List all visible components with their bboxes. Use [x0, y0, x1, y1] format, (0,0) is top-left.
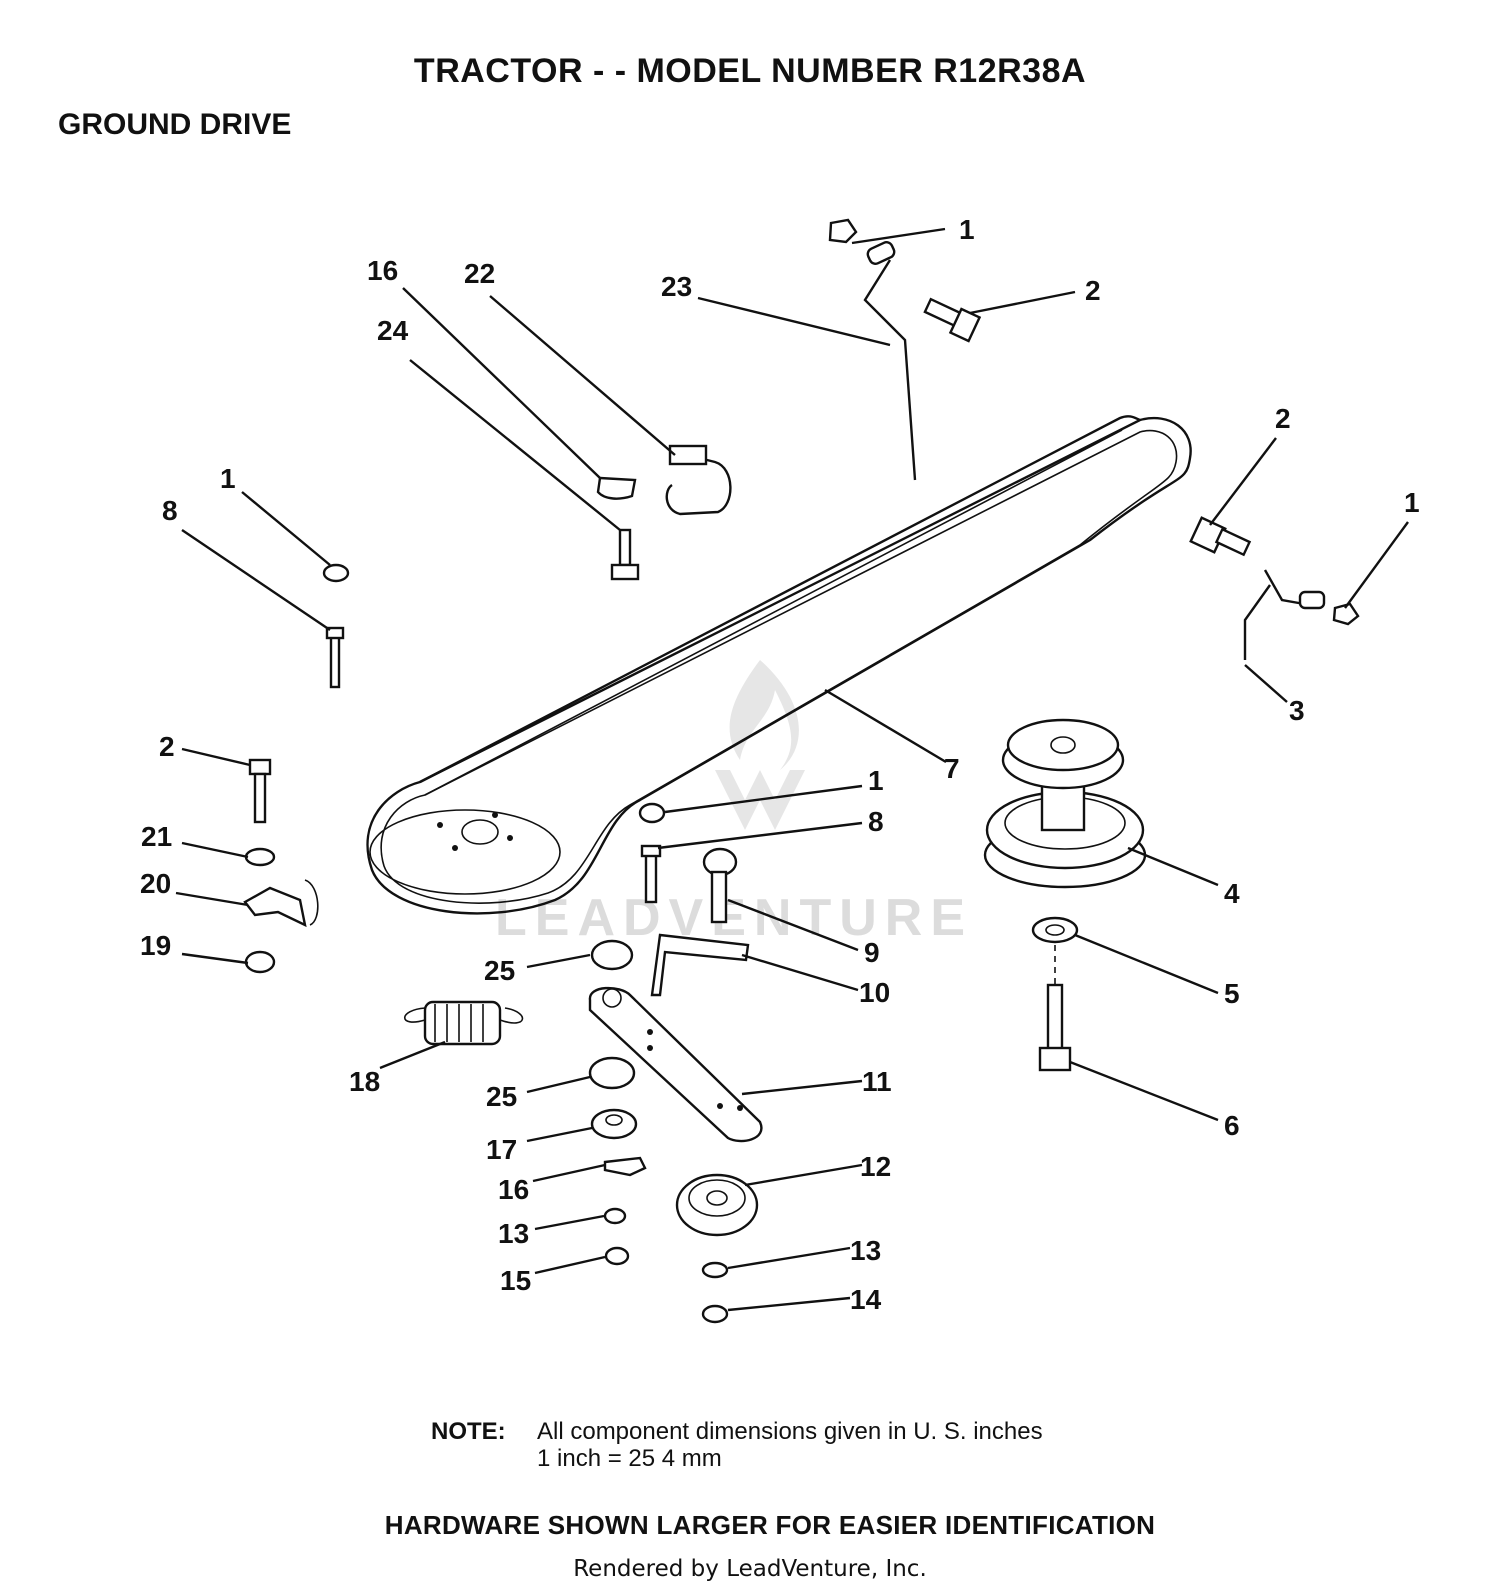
nut-19 — [244, 950, 276, 974]
bolt-24 — [610, 528, 640, 581]
spacer-25-top — [590, 939, 634, 971]
callout-7: 7 — [944, 753, 960, 784]
callout-11: 11 — [862, 1066, 892, 1097]
rod-bracket-23 — [863, 241, 917, 481]
washer-13-left — [603, 1207, 627, 1225]
note-label: NOTE: — [431, 1418, 506, 1445]
hook-22 — [665, 444, 732, 516]
callout-20: 20 — [140, 868, 171, 899]
callout-8: 8 — [162, 495, 178, 526]
callout-10: 10 — [859, 977, 890, 1008]
watermark-text: LEADVENTURE — [495, 889, 973, 947]
pin-8-middle — [640, 844, 662, 904]
clip-16-lower — [603, 1156, 647, 1177]
double-pulley-4 — [983, 718, 1147, 889]
callout-1: 1 — [959, 214, 975, 245]
callout-2: 2 — [1275, 403, 1291, 434]
bolt-2-left — [248, 758, 272, 824]
spacer-17 — [590, 1108, 638, 1140]
washer-21 — [244, 847, 276, 867]
callout-13: 13 — [850, 1235, 881, 1266]
nut-1-left — [322, 563, 350, 583]
leader-lines — [175, 227, 1409, 1312]
hardware-note: HARDWARE SHOWN LARGER FOR EASIER IDENTIF… — [384, 1510, 1156, 1540]
idler-pulley-12 — [675, 1173, 759, 1237]
bracket-20 — [243, 879, 319, 928]
callout-18: 18 — [349, 1066, 380, 1097]
callout-16: 16 — [367, 255, 398, 286]
callout-2: 2 — [159, 731, 175, 762]
callout-2: 2 — [1085, 275, 1101, 306]
belt — [366, 415, 1192, 915]
callout-19: 19 — [140, 930, 171, 961]
callout-8: 8 — [868, 806, 884, 837]
pin-8-left — [325, 626, 345, 689]
callout-5: 5 — [1224, 978, 1240, 1009]
callout-25: 25 — [484, 955, 515, 986]
callout-22: 22 — [464, 258, 495, 289]
callout-1: 1 — [1404, 487, 1420, 518]
diagram-title: TRACTOR - - MODEL NUMBER R12R38A — [413, 52, 1087, 90]
callout-21: 21 — [141, 821, 172, 852]
watermark: LEADVENTURE — [495, 660, 973, 947]
bolt-2-right — [1189, 516, 1252, 557]
callout-16: 16 — [498, 1174, 529, 1205]
callout-15: 15 — [500, 1265, 531, 1296]
callout-9: 9 — [864, 937, 880, 968]
washer-5 — [1031, 916, 1079, 944]
clip-16 — [596, 476, 637, 500]
idler-arm-11 — [588, 986, 763, 1143]
callout-25: 25 — [486, 1081, 517, 1112]
spacer-25-bottom — [588, 1056, 636, 1090]
callout-14: 14 — [850, 1284, 882, 1315]
diagram-subtitle: GROUND DRIVE — [58, 108, 292, 141]
callout-13: 13 — [498, 1218, 529, 1249]
washer-13-right — [701, 1261, 729, 1279]
callout-4: 4 — [1224, 878, 1240, 909]
callout-labels: 1 23 2 16 22 24 2 1 1 8 3 7 2 1 8 4 21 2… — [140, 214, 1420, 1315]
footer-credit: Rendered by LeadVenture, Inc. — [573, 1556, 927, 1582]
callout-12: 12 — [860, 1151, 891, 1182]
note-line-1: All component dimensions given in U. S. … — [537, 1418, 1043, 1445]
callout-17: 17 — [486, 1134, 517, 1165]
bracket-10 — [650, 933, 750, 997]
bolt-2-top — [923, 297, 982, 343]
nut-14 — [701, 1304, 729, 1324]
nut-1-top — [828, 218, 858, 244]
nut-15 — [604, 1246, 630, 1266]
note-line-2: 1 inch = 25 4 mm — [537, 1445, 722, 1472]
callout-23: 23 — [661, 271, 692, 302]
callout-6: 6 — [1224, 1110, 1240, 1141]
callout-3: 3 — [1289, 695, 1305, 726]
bracket-3 — [1243, 569, 1326, 660]
spring-18 — [404, 1000, 524, 1046]
bolt-6 — [1038, 983, 1072, 1072]
callout-1: 1 — [220, 463, 236, 494]
callout-1: 1 — [868, 765, 884, 796]
callout-24: 24 — [377, 315, 409, 346]
carriage-bolt-9 — [702, 847, 738, 924]
nut-1-middle — [638, 802, 666, 824]
